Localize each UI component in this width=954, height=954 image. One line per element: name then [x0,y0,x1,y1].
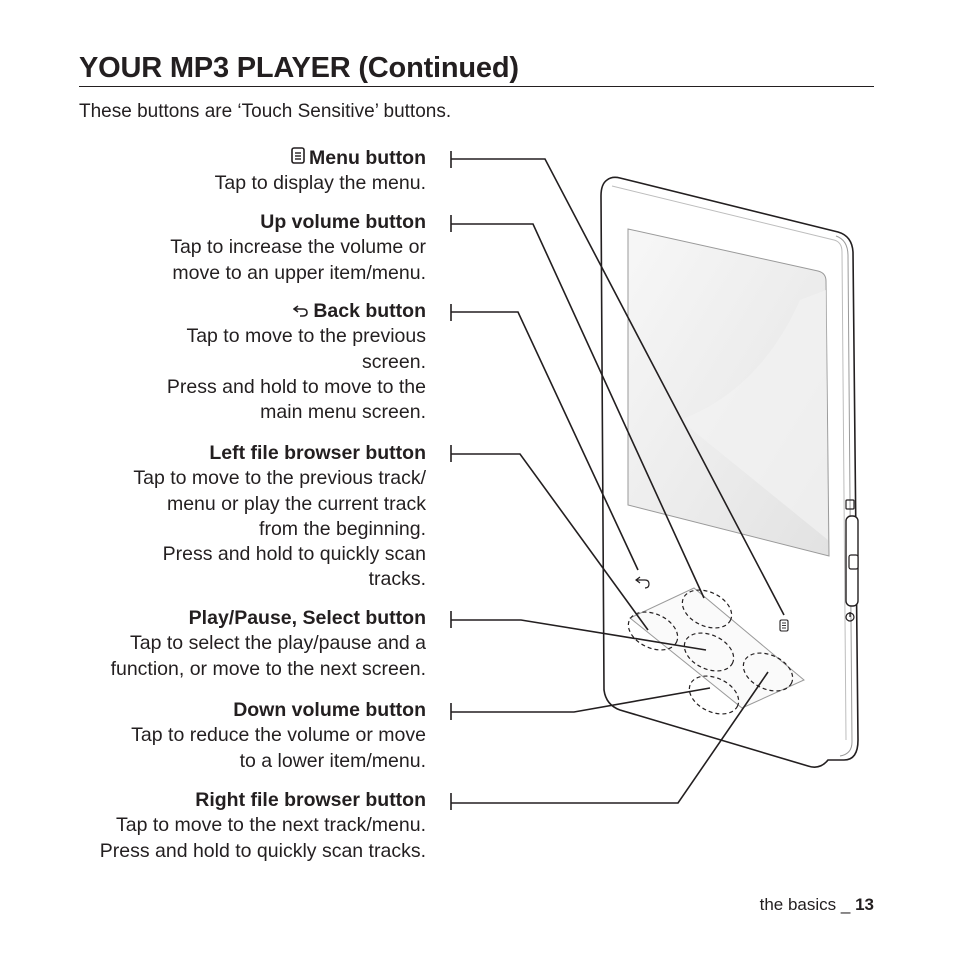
back-button-description: Back button Tap to move to the previous … [167,299,426,426]
down-volume-button-description: Down volume button Tap to reduce the vol… [131,698,426,774]
right-file-browser-button-description: Right file browser button Tap to move to… [100,788,426,864]
title-rule [79,86,874,87]
right-file-browser-button-line: Press and hold to quickly scan tracks. [99,839,426,862]
play-pause-button-line: Tap to select the play/pause and a [130,632,426,655]
back-callout-line [450,304,639,571]
back-button-heading: Back button [167,299,426,324]
device-menu-icon[interactable] [779,619,789,632]
menu-button-line: Tap to display the menu. [214,172,426,195]
back-icon [292,299,309,324]
menu-icon [291,146,305,171]
play-pause-button-line: function, or move to the next screen. [110,657,426,680]
right-file-browser-button-line: Tap to move to the next track/menu. [116,814,426,837]
up-volume-callout-line [450,215,705,599]
left-file-browser-button-line: tracks. [368,568,426,591]
up-volume-button-description: Up volume button Tap to increase the vol… [170,210,426,286]
up-volume-button[interactable] [676,583,737,636]
up-volume-button-line: Tap to increase the volume or [170,236,426,259]
page-number: 13 [855,895,874,914]
menu-button-name: Menu button [309,147,426,169]
back-button-name: Back button [313,300,426,322]
left-file-browser-button-line: from the beginning. [259,517,426,540]
left-file-browser-button-name: Left file browser button [209,442,426,464]
device-back-icon[interactable] [635,576,650,589]
left-file-browser-callout-line [450,445,649,631]
callout-lines [450,151,785,810]
back-button-line: Press and hold to move to the [166,376,426,399]
player-screen [627,228,830,557]
up-volume-button-line: move to an upper item/menu. [172,261,426,284]
down-volume-button[interactable] [683,669,744,722]
back-button-line: main menu screen. [260,401,426,424]
up-volume-button-name: Up volume button [260,211,426,233]
left-file-browser-button-line: Press and hold to quickly scan [162,543,426,566]
menu-button-heading: Menu button [215,146,426,171]
intro-text: These buttons are ‘Touch Sensitive’ butt… [79,101,452,122]
down-volume-button-line: to a lower item/menu. [239,749,426,772]
play-pause-button[interactable] [678,626,739,679]
play-pause-button-description: Play/Pause, Select button Tap to select … [111,606,426,682]
right-file-browser-button[interactable] [737,646,798,699]
touch-button-panel [622,583,805,722]
play-pause-button-name: Play/Pause, Select button [188,607,426,629]
page-footer: the basics _ 13 [760,895,874,915]
down-volume-button-name: Down volume button [233,699,426,721]
down-volume-button-line: Tap to reduce the volume or move [131,724,426,747]
back-button-line: screen. [362,350,426,373]
power-hold-switch [845,499,859,622]
play-pause-callout-line [450,611,707,651]
right-file-browser-callout-line [450,671,769,810]
left-file-browser-button-line: Tap to move to the previous track/ [133,467,426,490]
left-file-browser-button-description: Left file browser button Tap to move to … [133,441,426,593]
left-file-browser-button-line: menu or play the current track [166,492,426,515]
page-title: YOUR MP3 PLAYER (Continued) [79,52,519,84]
down-volume-callout-line [450,687,711,720]
right-file-browser-button-name: Right file browser button [195,789,426,811]
footer-section: the basics _ [759,895,851,914]
menu-callout-line [450,151,785,616]
left-file-browser-button[interactable] [622,605,683,658]
back-button-line: Tap to move to the previous [186,325,426,348]
menu-button-description: Menu button Tap to display the menu. [215,146,426,197]
